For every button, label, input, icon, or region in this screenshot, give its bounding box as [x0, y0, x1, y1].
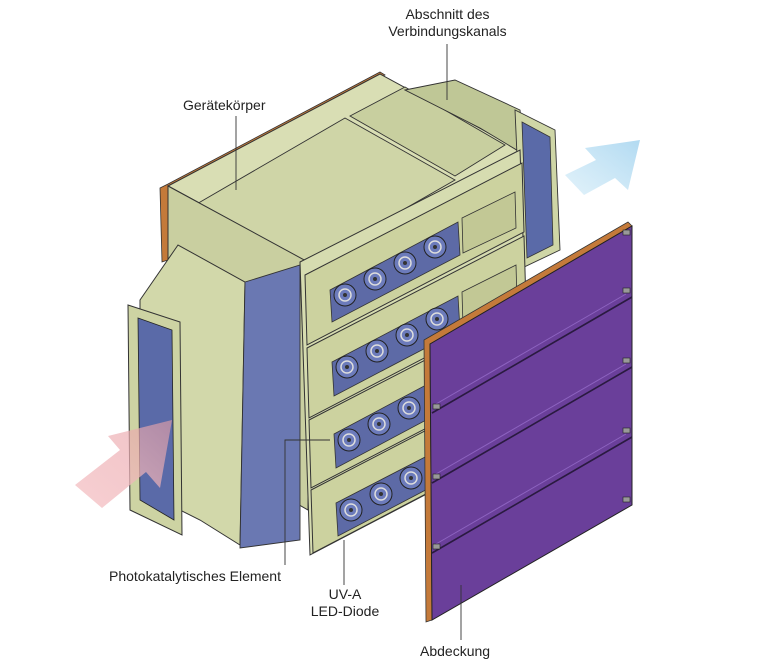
label-device-body: Gerätekörper	[183, 97, 266, 113]
fan-icon	[333, 283, 357, 307]
leader-photocatalytic	[284, 439, 330, 565]
inlet-duct-side	[239, 264, 301, 549]
inlet-duct-opening	[137, 317, 175, 521]
label-channel-section: Abschnitt des Verbindungskanals	[375, 6, 520, 40]
arrow-outflow-icon	[565, 140, 640, 195]
fan-icon	[339, 498, 363, 522]
label-channel-section-line2: Verbindungskanals	[388, 23, 507, 39]
fan-icon	[337, 428, 361, 452]
fan-icon	[399, 466, 423, 490]
top-panel-right	[349, 86, 506, 177]
fan-icon	[395, 323, 419, 347]
label-photocatalytic-element: Photokatalytisches Element	[109, 568, 281, 584]
fan-icon	[397, 396, 421, 420]
fan-icon	[393, 251, 417, 275]
arrow-inflow-icon	[75, 420, 172, 508]
fan-icon	[423, 235, 447, 259]
fan-icon	[363, 267, 387, 291]
fan-icon	[425, 307, 449, 331]
fan-icon	[367, 412, 391, 436]
fan-icon	[369, 482, 393, 506]
label-cover: Abdeckung	[420, 643, 491, 659]
fan-icon	[365, 339, 389, 363]
leader-lines	[235, 44, 462, 640]
fan-group	[333, 235, 449, 522]
label-uva-led: UV-A LED-Diode	[300, 586, 390, 620]
label-uva-line1: UV-A	[328, 586, 362, 602]
label-uva-line2: LED-Diode	[310, 603, 380, 619]
cover-panel	[423, 221, 633, 623]
fan-icon	[335, 355, 359, 379]
outlet-duct-inner	[521, 121, 554, 259]
label-channel-section-line1: Abschnitt des	[405, 6, 490, 22]
